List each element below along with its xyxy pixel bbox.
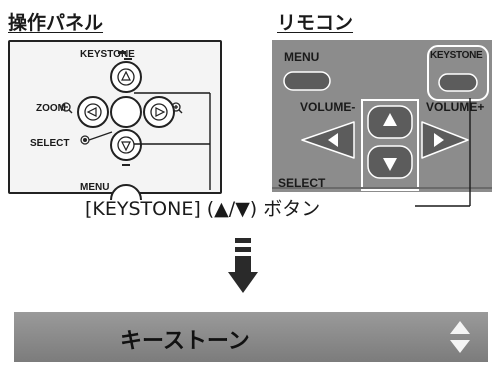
panel-right-button[interactable] [143,96,175,128]
callout-lines [134,92,471,207]
remote-select-label: SELECT [278,176,326,190]
remote-title: リモコン [277,12,354,34]
zoom-out-icon [61,102,73,114]
remote-drawing [272,45,492,191]
remote-arrow-highlight [361,99,419,191]
panel-left-button[interactable] [77,96,109,128]
remote-down-button[interactable] [367,145,413,179]
panel-down-button[interactable] [110,129,142,161]
panel-keystone-label: KEYSTONE [80,49,135,60]
keystone-button-caption: [KEYSTONE] (▲/▼) ボタン [85,198,321,220]
remote-keystone-button[interactable] [438,73,478,92]
keystone-menu-label: キーストーン [120,329,250,354]
remote-up-button[interactable] [367,105,413,139]
operation-panel-title: 操作パネル [8,12,104,34]
remote-menu-button[interactable] [283,71,331,91]
remote-volume-minus-label: VOLUME- [300,100,356,114]
operation-panel-drawing [61,51,183,200]
panel-select-button[interactable] [110,96,142,128]
panel-top-mark-icon [124,58,132,60]
panel-menu-label: MENU [80,182,110,193]
keystone-menu-banner [14,312,488,362]
remote-keystone-highlight [427,45,489,101]
keystone-indicator-icon [118,51,126,54]
panel-up-button[interactable] [110,61,142,93]
remote-keystone-label: KEYSTONE [430,50,483,61]
remote-volume-minus-button[interactable] [301,121,355,159]
up-down-arrows-icon [450,321,470,353]
down-arrow-icon [228,238,258,293]
remote-volume-plus-button[interactable] [421,121,469,159]
panel-menu-button[interactable] [110,184,142,200]
panel-zoom-label: ZOOM [36,103,66,114]
panel-select-label: SELECT [30,138,70,149]
remote-menu-label: MENU [284,50,320,64]
